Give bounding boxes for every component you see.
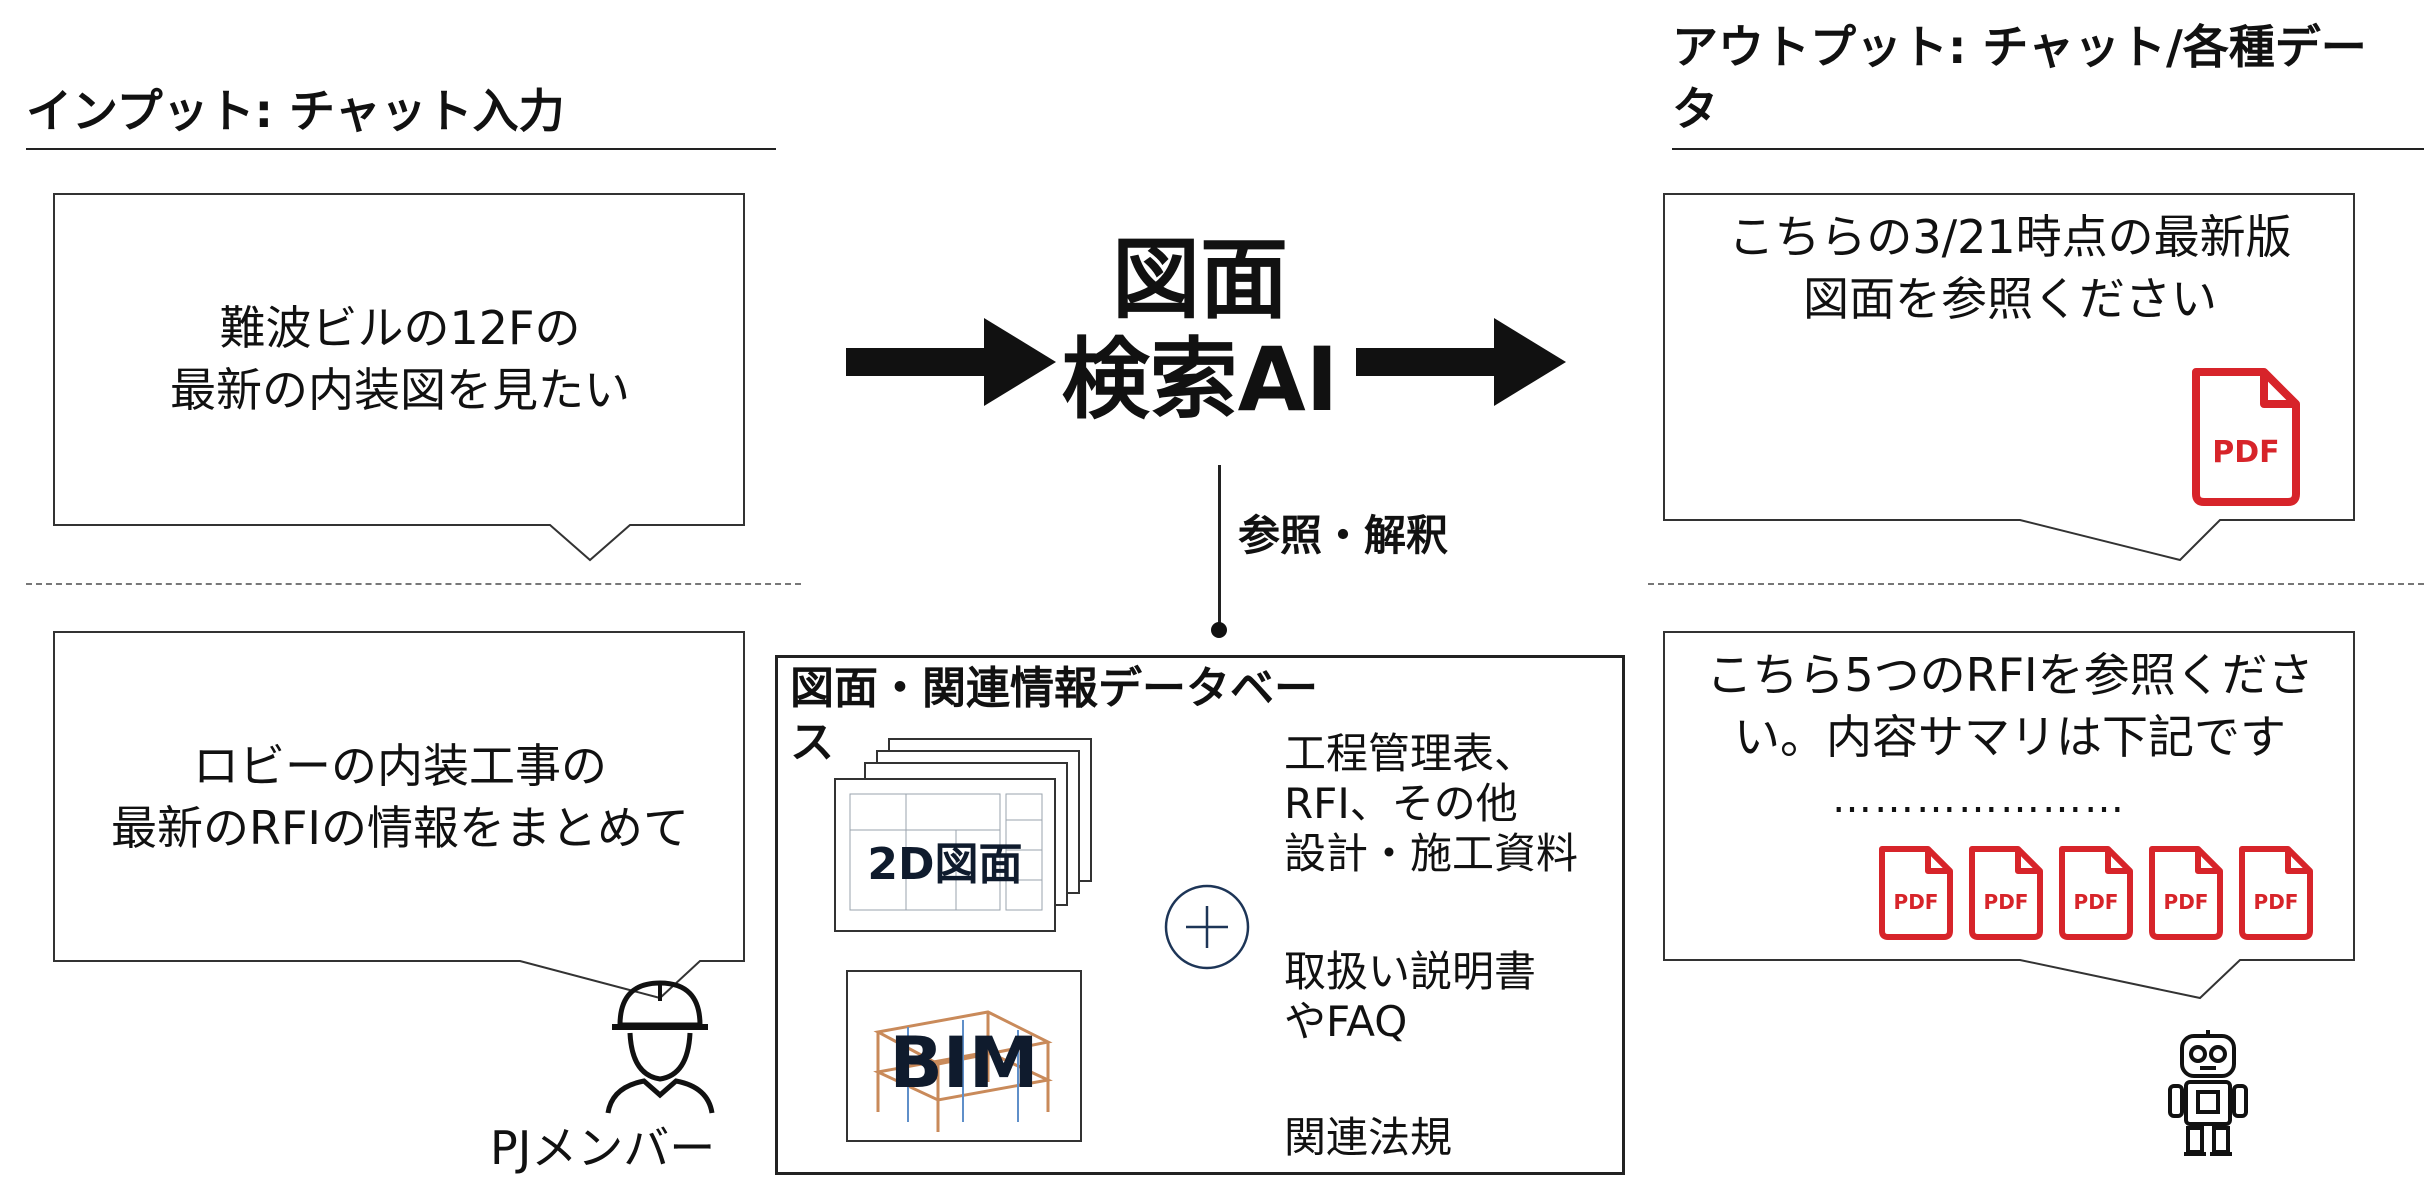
db-item-4: 取扱い説明書 — [1284, 947, 1537, 996]
pdf-file-label: PDF — [1894, 890, 1939, 914]
pdf-file-label: PDF — [2074, 890, 2119, 914]
card-2d-label: 2D図面 — [867, 839, 1023, 890]
input-bubble-1 — [53, 193, 745, 562]
plus-icon — [1164, 884, 1250, 970]
output-bubble-2-text: こちら5つのRFIを参照くださ い。内容サマリは下記です — [1664, 644, 2356, 768]
pdf-file-label: PDF — [1984, 890, 2029, 914]
output-bubble-2-line-1: こちら5つのRFIを参照くださ — [1706, 648, 2314, 702]
input-bubble-1-line-1: 難波ビルの12Fの — [219, 301, 581, 355]
input-heading: インプット: チャット入力 — [26, 84, 565, 138]
ai-title-line-1: 図面 — [1111, 228, 1288, 331]
output-heading-line-2: タ — [1672, 82, 1718, 136]
bim-label: BIM — [889, 1022, 1039, 1104]
drawing-sheet-2d: 2D図面 — [834, 778, 1056, 932]
output-bubble-1 — [1663, 193, 2355, 562]
output-heading: アウトプット: チャット/各種デー タ — [1672, 16, 2367, 140]
input-bubble-2-line-2: 最新のRFIの情報をまとめて — [111, 801, 689, 855]
db-item-5: やFAQ — [1284, 997, 1408, 1046]
input-bubble-2-line-1: ロビーの内装工事の — [193, 739, 607, 793]
output-heading-rule — [1672, 148, 2424, 150]
output-divider — [1648, 583, 2424, 585]
pdf-file-icon[interactable]: PDF — [2056, 845, 2136, 941]
db-item-3: 設計・施工資料 — [1284, 829, 1579, 878]
output-bubble-1-line-1: こちらの3/21時点の最新版 — [1728, 210, 2292, 264]
pdf-file-icon[interactable]: PDF — [1876, 845, 1956, 941]
database-title: 図面・関連情報データベー ス — [790, 662, 1318, 770]
bim-card: BIM — [846, 970, 1082, 1142]
input-divider — [26, 583, 801, 585]
output-heading-line-1: アウトプット: チャット/各種デー — [1672, 20, 2367, 74]
robot-icon — [2168, 1030, 2248, 1156]
input-bubble-2 — [53, 631, 745, 1000]
input-heading-rule — [26, 148, 776, 150]
connector-line — [1218, 465, 1221, 630]
pdf-file-icon[interactable]: PDF — [2236, 845, 2316, 941]
bim-structure-icon — [873, 1010, 1053, 1132]
db-item-2: RFI、その他 — [1284, 779, 1518, 828]
input-arrow-icon — [846, 318, 1056, 406]
database-title-line-2: ス — [790, 717, 834, 768]
db-item-1: 工程管理表、 — [1284, 729, 1537, 778]
output-arrow-icon — [1356, 318, 1566, 406]
pdf-file-label: PDF — [2164, 890, 2209, 914]
database-box — [775, 655, 1625, 1175]
pj-member-label: PJメンバー — [490, 1121, 716, 1175]
output-bubble-1-line-2: 図面を参照ください — [1803, 272, 2217, 326]
ai-title: 図面 検索AI — [1040, 230, 1360, 430]
pdf-file-icon[interactable]: PDF — [1966, 845, 2046, 941]
input-bubble-1-text: 難波ビルの12Fの 最新の内装図を見たい — [54, 194, 746, 524]
construction-worker-icon — [605, 980, 715, 1114]
connector-label: 参照・解釈 — [1238, 511, 1449, 560]
input-bubble-2-text: ロビーの内装工事の 最新のRFIの情報をまとめて — [54, 632, 746, 962]
blueprint-lines-icon — [849, 793, 1043, 911]
pdf-row: PDF PDF PDF PDF PDF — [1876, 845, 2326, 945]
connector-dot — [1211, 622, 1227, 638]
output-bubble-2-line-2: い。内容サマリは下記です — [1734, 710, 2286, 764]
output-ellipsis: ………………… — [1832, 776, 2126, 822]
pdf-file-icon[interactable]: PDF — [2186, 366, 2304, 508]
database-title-line-1: 図面・関連情報データベー — [790, 663, 1318, 714]
pdf-file-icon[interactable]: PDF — [2146, 845, 2226, 941]
ai-title-line-2: 検索AI — [1061, 328, 1339, 431]
input-bubble-1-line-2: 最新の内装図を見たい — [170, 363, 630, 417]
output-bubble-1-text: こちらの3/21時点の最新版 図面を参照ください — [1664, 206, 2356, 330]
pdf-file-label: PDF — [2212, 435, 2279, 470]
pdf-file-label: PDF — [2254, 890, 2299, 914]
db-item-6: 関連法規 — [1284, 1113, 1453, 1162]
